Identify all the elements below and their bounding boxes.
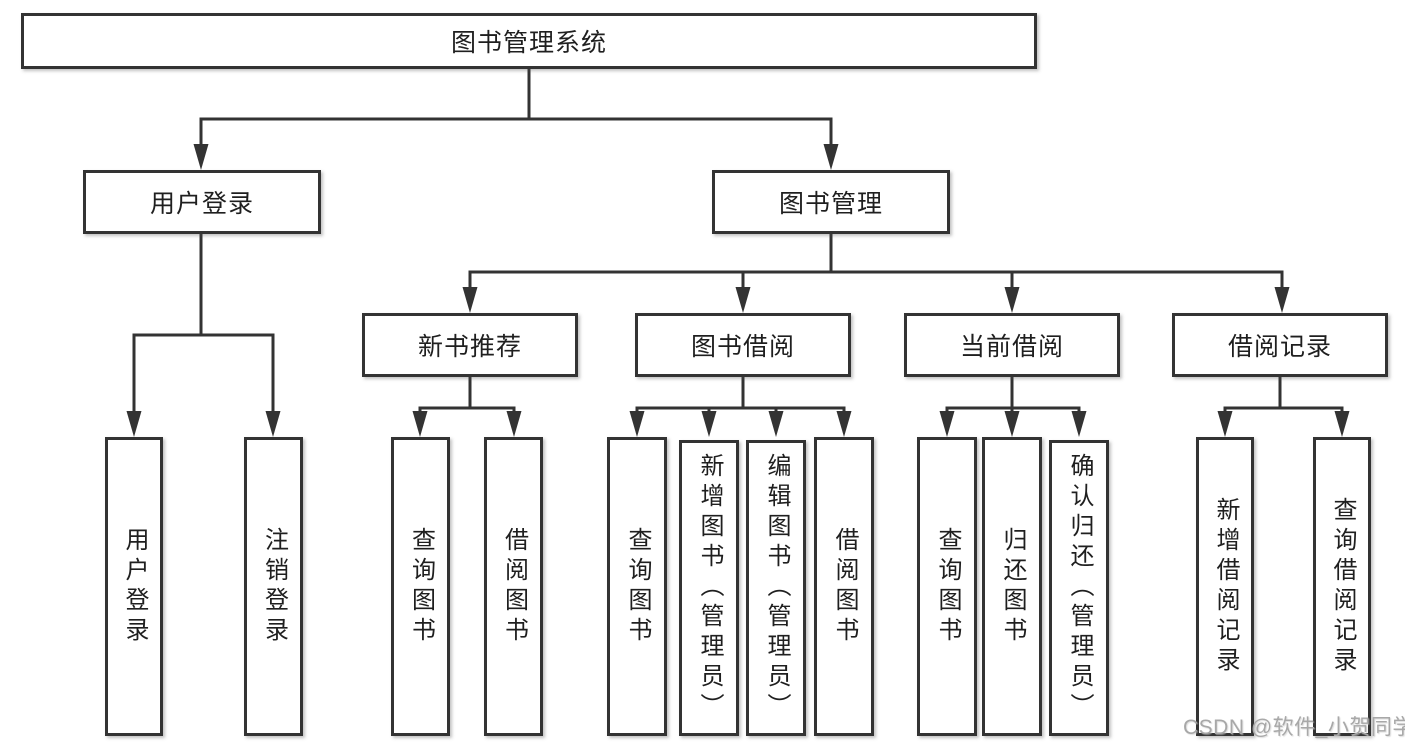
node-borrow-records-label: 借阅记录 (1227, 333, 1332, 361)
arrowheads (126, 144, 1350, 437)
connector-userlogin-branch (132, 333, 275, 411)
leaf-logout-login: 注销登录 (244, 437, 303, 736)
node-current-borrow: 当前借阅 (904, 313, 1120, 377)
csdn-watermark: CSDN @软件_小贺同学 (1183, 716, 1405, 739)
node-book-borrow: 图书借阅 (635, 313, 851, 377)
leaf-current-return-books-label: 归还图书 (999, 526, 1026, 647)
node-new-book-recommend-label: 新书推荐 (417, 333, 522, 361)
leaf-borrow-query-books-label: 查询图书 (624, 526, 651, 647)
leaf-newbook-query-books-label: 查询图书 (407, 526, 435, 647)
connector-borrow-branch (635, 406, 846, 411)
leaf-newbook-query-books: 查询图书 (391, 437, 450, 736)
leaf-current-return-books: 归还图书 (982, 437, 1042, 736)
leaf-borrow-add-books-admin-label: 新增图书（管理员） (696, 453, 723, 723)
leaf-newbook-borrow-books-label: 借阅图书 (500, 526, 528, 647)
node-user-login-label: 用户登录 (149, 190, 254, 218)
leaf-logout-login-label: 注销登录 (260, 526, 288, 647)
leaf-current-confirm-return-admin-label: 确认归还（管理员） (1066, 453, 1093, 723)
leaf-current-query-books: 查询图书 (917, 437, 977, 736)
leaf-records-query-borrow-record: 查询借阅记录 (1313, 437, 1371, 736)
leaf-borrow-edit-books-admin-label: 编辑图书（管理员） (763, 453, 790, 723)
leaf-records-add-borrow-record: 新增借阅记录 (1196, 437, 1254, 736)
node-user-login: 用户登录 (83, 170, 321, 234)
node-book-borrow-label: 图书借阅 (690, 333, 795, 361)
leaf-borrow-borrow-books: 借阅图书 (814, 437, 874, 736)
node-book-management: 图书管理 (712, 170, 950, 234)
leaf-current-confirm-return-admin: 确认归还（管理员） (1049, 440, 1109, 736)
node-current-borrow-label: 当前借阅 (959, 333, 1064, 361)
connector-root-branch (199, 117, 833, 144)
leaf-records-query-borrow-record-label: 查询借阅记录 (1329, 496, 1356, 677)
leaf-records-add-borrow-record-label: 新增借阅记录 (1212, 496, 1239, 677)
node-system-root: 图书管理系统 (21, 13, 1037, 69)
connector-records-branch (1223, 406, 1344, 411)
node-new-book-recommend: 新书推荐 (362, 313, 578, 377)
leaf-borrow-query-books: 查询图书 (607, 437, 667, 736)
leaf-borrow-add-books-admin: 新增图书（管理员） (679, 440, 739, 736)
leaf-borrow-borrow-books-label: 借阅图书 (831, 526, 858, 647)
connector-bookmgmt-branch (468, 270, 1284, 287)
leaf-borrow-edit-books-admin: 编辑图书（管理员） (746, 440, 806, 736)
leaf-user-login-label: 用户登录 (121, 526, 148, 647)
node-book-management-label: 图书管理 (778, 190, 883, 218)
node-borrow-records: 借阅记录 (1172, 313, 1388, 377)
leaf-user-login: 用户登录 (105, 437, 163, 736)
leaf-current-query-books-label: 查询图书 (934, 526, 961, 647)
connector-newbook-branch (418, 406, 516, 411)
leaf-newbook-borrow-books: 借阅图书 (484, 437, 543, 736)
node-system-root-label: 图书管理系统 (450, 29, 607, 57)
